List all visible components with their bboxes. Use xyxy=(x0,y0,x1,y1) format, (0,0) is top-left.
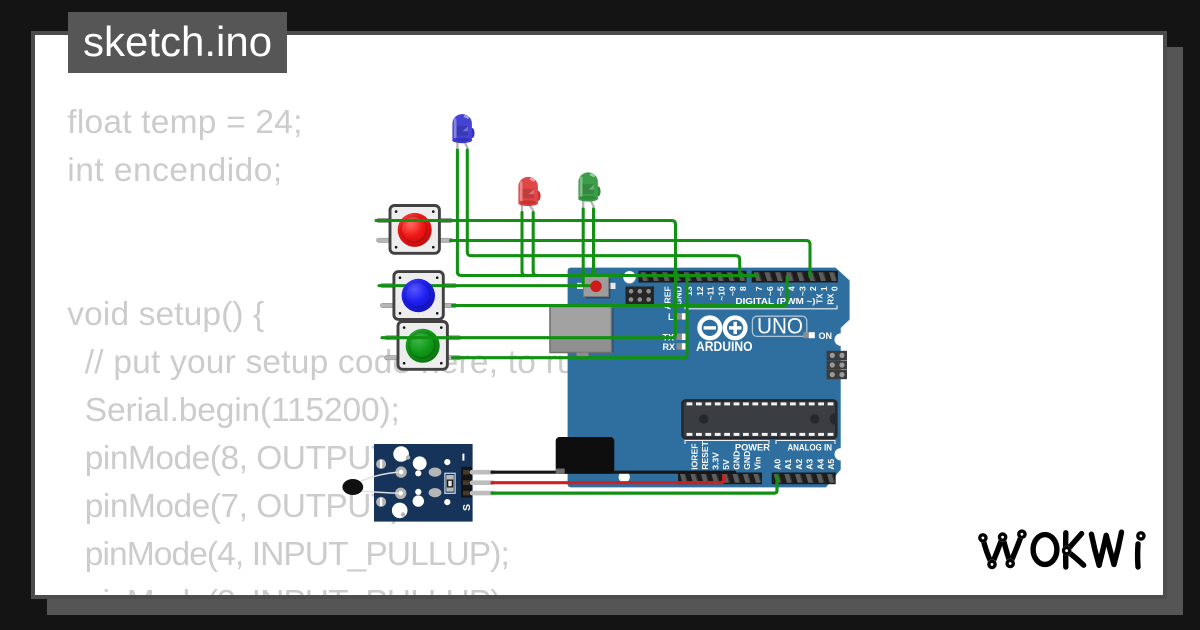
svg-text:AREF: AREF xyxy=(663,286,673,309)
svg-text:~6: ~6 xyxy=(765,286,775,296)
svg-text:TX: TX xyxy=(816,293,825,304)
svg-text:~11: ~11 xyxy=(706,286,716,300)
svg-text:GND: GND xyxy=(673,286,683,305)
svg-text:~3: ~3 xyxy=(797,286,807,296)
svg-text:DIGITAL (PWM ~): DIGITAL (PWM ~) xyxy=(736,296,816,306)
svg-text:A0: A0 xyxy=(773,459,783,470)
svg-text:0: 0 xyxy=(830,286,840,291)
svg-text:Vin: Vin xyxy=(752,457,762,470)
svg-text:2: 2 xyxy=(808,286,818,291)
svg-text:~5: ~5 xyxy=(776,286,786,296)
svg-text:8: 8 xyxy=(738,286,748,291)
svg-text:UNO: UNO xyxy=(757,314,803,339)
svg-text:GND: GND xyxy=(742,451,752,470)
svg-text:RX: RX xyxy=(663,342,676,352)
svg-text:4: 4 xyxy=(787,286,797,291)
svg-text:A1: A1 xyxy=(783,459,793,470)
svg-text:GND: GND xyxy=(731,451,741,470)
svg-text:A2: A2 xyxy=(794,459,804,470)
svg-text:IOREF: IOREF xyxy=(689,444,699,470)
svg-text:RX: RX xyxy=(827,293,836,305)
svg-text:5V: 5V xyxy=(721,459,731,470)
svg-text:1: 1 xyxy=(819,286,829,291)
svg-text:A5: A5 xyxy=(826,459,836,470)
svg-text:S: S xyxy=(461,504,473,511)
svg-text:~9: ~9 xyxy=(727,286,737,296)
svg-text:POWER: POWER xyxy=(735,442,770,453)
svg-text:ANALOG IN: ANALOG IN xyxy=(787,442,832,453)
svg-text:RESET: RESET xyxy=(700,440,710,469)
svg-text:ON: ON xyxy=(819,331,833,341)
svg-text:ARDUINO: ARDUINO xyxy=(696,339,753,354)
svg-text:7: 7 xyxy=(754,286,764,291)
svg-text:~10: ~10 xyxy=(717,286,727,301)
svg-text:13: 13 xyxy=(684,286,694,296)
svg-text:3.3V: 3.3V xyxy=(710,452,720,470)
svg-text:L: L xyxy=(668,312,674,322)
svg-text:A4: A4 xyxy=(815,459,825,470)
svg-text:12: 12 xyxy=(695,286,705,296)
svg-text:A3: A3 xyxy=(805,459,815,470)
